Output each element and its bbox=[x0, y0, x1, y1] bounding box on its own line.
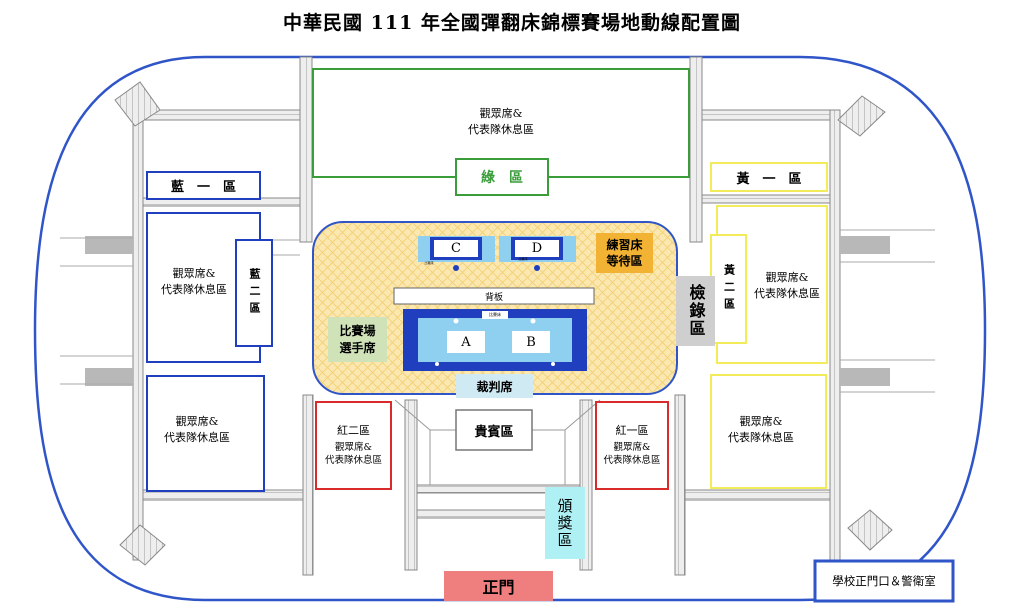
stair-right-vertical bbox=[829, 109, 841, 561]
yellow-lower-seating-box bbox=[710, 374, 827, 489]
trampoline-c bbox=[418, 236, 495, 271]
trampoline-a-label: A bbox=[461, 334, 471, 350]
school-gate-label: 學校正門口＆警衛室 bbox=[832, 574, 936, 588]
main-gate-label: 正門 bbox=[482, 578, 515, 597]
side-block-left-upper bbox=[85, 236, 133, 254]
trampoline-b-label: B bbox=[526, 334, 536, 350]
athlete-seats-area bbox=[328, 317, 387, 362]
vip-area bbox=[455, 409, 533, 451]
stair-right-lower-v bbox=[674, 394, 686, 576]
red-two-title: 紅二區 bbox=[337, 424, 370, 437]
green-seating-label: 觀眾席& 代表隊休息區 bbox=[468, 107, 534, 136]
backboard bbox=[393, 287, 595, 305]
green-label-box bbox=[455, 158, 549, 196]
stair-center-left bbox=[404, 399, 418, 571]
outer-boundary bbox=[33, 55, 987, 602]
judges-label: 裁判席 bbox=[476, 379, 513, 394]
yellow-one-label-box bbox=[710, 162, 828, 192]
trampoline-c-mini-label: 比賽床 bbox=[424, 261, 434, 265]
ramp-bottom-left bbox=[119, 524, 166, 566]
side-block-right-lower bbox=[840, 368, 890, 386]
side-block-right-upper bbox=[840, 236, 890, 254]
red-two-seating-label: 觀眾席& 代表隊休息區 bbox=[324, 442, 382, 466]
check-in-label: 檢錄區 bbox=[686, 284, 706, 338]
map-title: 中華民國 111 年全國彈翻床錦標賽場地動線配置圖 bbox=[283, 12, 741, 34]
trampoline-d bbox=[499, 236, 576, 271]
green-zone-label: 綠 區 bbox=[481, 170, 523, 186]
yellow-one-label: 黃 一 區 bbox=[736, 171, 802, 187]
yellow-upper-seating-label: 觀眾席& 代表隊休息區 bbox=[754, 271, 820, 300]
blue-lower-seating-label: 觀眾席& 代表隊休息區 bbox=[164, 415, 230, 444]
red-one-box bbox=[595, 401, 669, 490]
blue-one-seating-label: 觀眾席& 代表隊休息區 bbox=[161, 267, 227, 296]
blue-two-box bbox=[235, 239, 273, 347]
main-gate-box bbox=[444, 571, 553, 601]
blue-one-label: 藍 一 區 bbox=[170, 180, 236, 195]
trampoline-ab-mini-label: 比賽床 bbox=[489, 312, 501, 317]
awards-label: 頒獎區 bbox=[555, 497, 574, 549]
athlete-seats-label: 比賽場 選手席 bbox=[339, 323, 376, 355]
red-two-box bbox=[315, 401, 392, 490]
stair-right-top-h bbox=[701, 109, 831, 121]
practice-beds-area bbox=[596, 233, 653, 273]
yellow-lower-seating-label: 觀眾席& 代表隊休息區 bbox=[728, 415, 794, 444]
awards-area bbox=[545, 487, 585, 559]
trampoline-c-label: C bbox=[451, 241, 461, 256]
ramp-top-left bbox=[114, 81, 161, 127]
red-one-seating-label: 觀眾席& 代表隊休息區 bbox=[603, 442, 661, 466]
side-block-left-lower bbox=[85, 368, 133, 386]
stair-left-vertical bbox=[132, 109, 144, 561]
trampoline-ab bbox=[403, 309, 587, 371]
stair-top-left bbox=[299, 56, 313, 243]
stair-right-mid-h bbox=[701, 194, 831, 204]
blue-one-label-box bbox=[146, 171, 261, 200]
trampoline-d-mini-label: 比賽床 bbox=[518, 257, 528, 261]
yellow-two-label: 黃二區 bbox=[722, 263, 736, 315]
practice-beds-label: 練習床 等待區 bbox=[606, 238, 643, 268]
stair-left-lower-v bbox=[302, 394, 314, 576]
blue-two-label: 藍二區 bbox=[248, 267, 261, 319]
vip-label: 貴賓區 bbox=[474, 424, 514, 440]
check-in-area bbox=[676, 276, 715, 346]
judges-area bbox=[456, 374, 533, 398]
trampoline-d-label: D bbox=[531, 241, 543, 256]
school-gate-box bbox=[813, 559, 955, 603]
stair-right-bottom-h bbox=[679, 489, 831, 501]
ramp-bottom-right bbox=[847, 509, 893, 551]
stair-top-right bbox=[689, 56, 703, 243]
ramp-top-right bbox=[837, 95, 886, 137]
red-one-title: 紅一區 bbox=[615, 424, 649, 437]
backboard-label: 背板 bbox=[484, 292, 503, 303]
blue-lower-seating-box bbox=[146, 375, 265, 492]
stair-left-top-h bbox=[142, 109, 301, 121]
